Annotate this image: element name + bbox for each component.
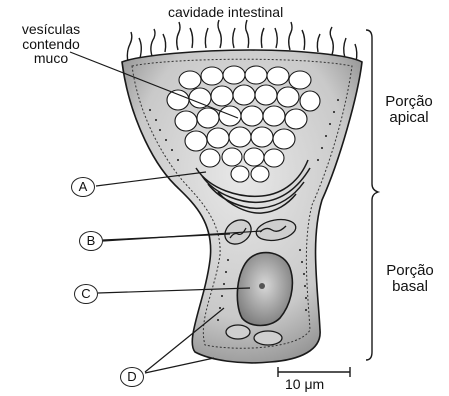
apical-portion-label: Porção apical — [369, 94, 449, 126]
vesicles-label: vesículas contendo muco — [6, 22, 96, 66]
portion-brackets — [366, 30, 378, 360]
scale-bar-label: 10 μm — [285, 377, 324, 392]
basal-label-line-1: Porção — [370, 263, 449, 279]
marker-d: D — [120, 367, 144, 387]
basal-portion-label: Porção basal — [370, 263, 449, 295]
apical-label-line-2: apical — [369, 110, 449, 126]
marker-c: C — [74, 284, 98, 304]
apical-label-line-1: Porção — [369, 94, 449, 110]
vesicles-label-line-2: contendo — [6, 37, 96, 52]
basal-label-line-2: basal — [370, 279, 449, 295]
vesicles-label-line-3: muco — [6, 51, 96, 66]
marker-b: B — [79, 231, 103, 251]
marker-a: A — [71, 177, 95, 197]
vesicles-label-line-1: vesículas — [6, 22, 96, 37]
intestinal-cavity-label: cavidade intestinal — [168, 5, 283, 20]
